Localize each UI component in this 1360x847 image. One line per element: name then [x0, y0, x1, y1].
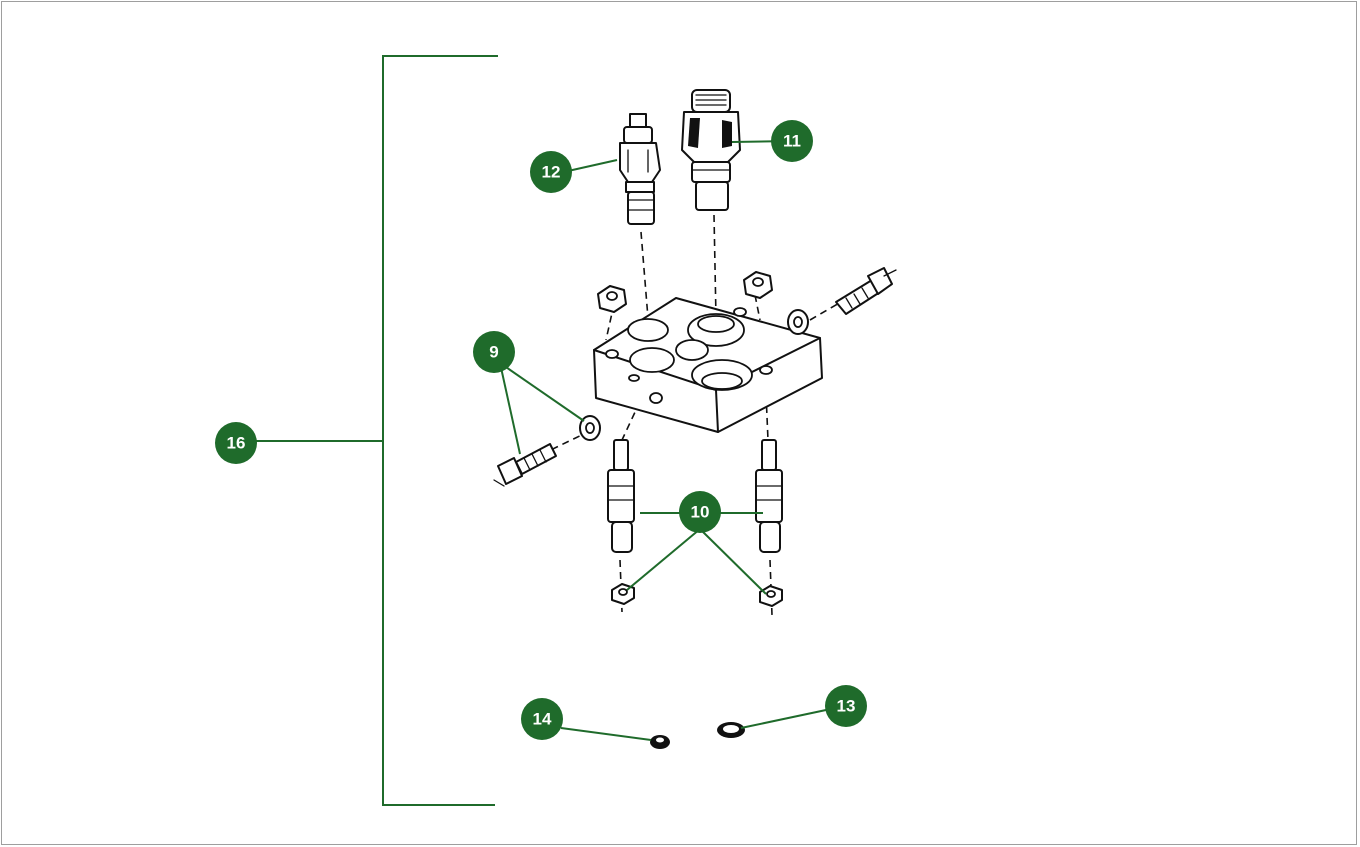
svg-text:10: 10 [691, 503, 710, 522]
svg-text:11: 11 [783, 132, 801, 151]
callout-16: 16 [215, 422, 257, 464]
callout-12: 12 [530, 151, 572, 193]
small-seals [650, 722, 745, 749]
assembly-bracket [382, 55, 498, 806]
studs-and-nuts [607, 439, 783, 607]
manifold-block [593, 297, 823, 433]
callout-10: 10 [679, 491, 721, 533]
top-nuts [597, 271, 773, 313]
callout-14: 14 [521, 698, 563, 740]
left-side-fitting [493, 415, 601, 487]
svg-text:14: 14 [533, 710, 552, 729]
svg-text:12: 12 [542, 163, 561, 182]
leader-lines [255, 140, 827, 741]
callout-9: 9 [473, 331, 515, 373]
right-side-fitting [787, 267, 897, 335]
svg-text:13: 13 [837, 697, 856, 716]
relief-valve-large [681, 89, 741, 211]
callout-11: 11 [771, 120, 813, 162]
relief-valve-small [619, 113, 661, 225]
callout-13: 13 [825, 685, 867, 727]
svg-text:16: 16 [227, 434, 246, 453]
svg-text:9: 9 [489, 343, 498, 362]
